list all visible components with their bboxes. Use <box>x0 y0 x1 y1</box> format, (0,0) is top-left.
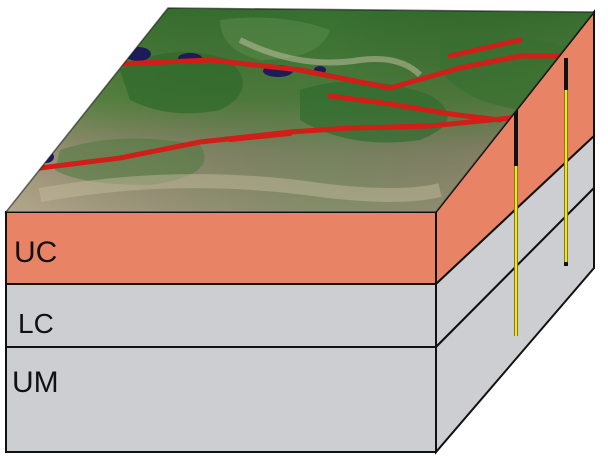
side-face <box>435 9 595 455</box>
layer-label-lc: LC <box>18 308 54 339</box>
surface-fault-4 <box>37 115 513 171</box>
layer-label-uc: UC <box>14 236 57 269</box>
surface-fault-3 <box>447 37 523 59</box>
terrain-surface <box>6 8 594 212</box>
front-layer-um <box>5 346 437 453</box>
surface-fault-1 <box>117 57 393 91</box>
surface-fault-2 <box>387 53 563 91</box>
surface-fault-5 <box>327 93 503 123</box>
surface-fault-6 <box>228 132 292 142</box>
surface-faults <box>37 37 563 171</box>
front-face <box>5 211 437 453</box>
layer-label-um: UM <box>12 366 59 399</box>
lake-1 <box>125 47 151 61</box>
front-layer-lc <box>5 283 437 348</box>
block-top-outline <box>4 7 596 213</box>
front-layer-uc <box>5 211 437 285</box>
